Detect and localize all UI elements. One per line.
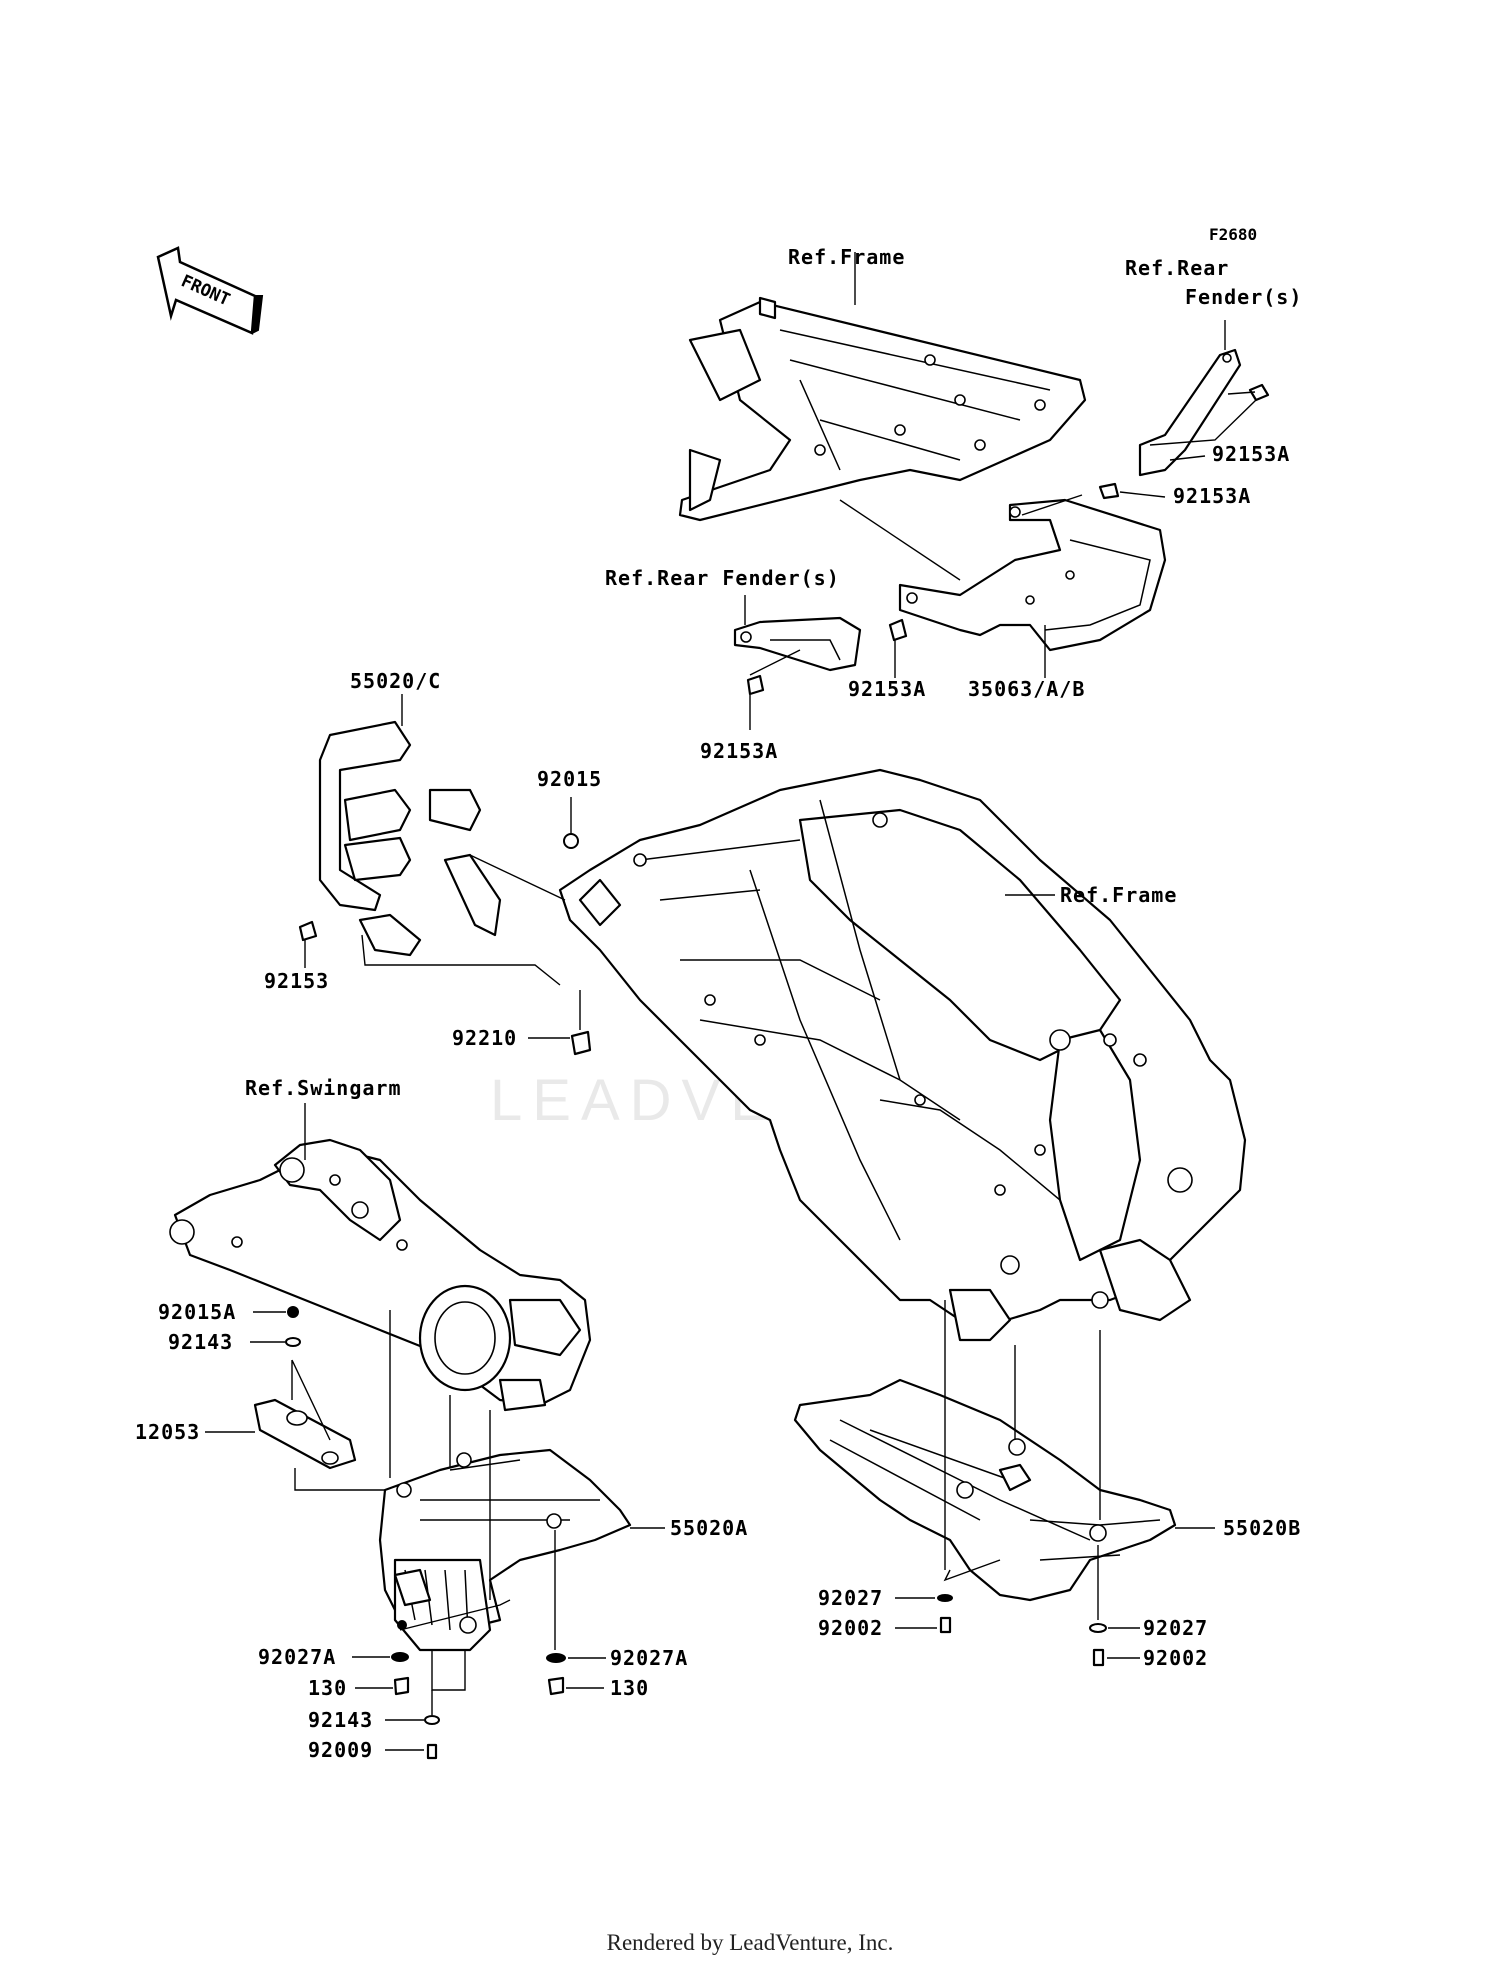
part-92143-a: 92143 bbox=[168, 1330, 233, 1354]
part-130-right: 130 bbox=[610, 1676, 649, 1700]
part-92015: 92015 bbox=[537, 767, 602, 791]
part-55020B: 55020B bbox=[1223, 1516, 1301, 1540]
part-92002-left: 92002 bbox=[818, 1616, 883, 1640]
part-92027-right: 92027 bbox=[1143, 1616, 1208, 1640]
ref-rear-fender-right-line1: Ref.Rear bbox=[1125, 256, 1229, 280]
swingarm-guard bbox=[378, 1448, 632, 1652]
ref-frame-top-label: Ref.Frame bbox=[788, 245, 905, 269]
part-92153A-2: 92153A bbox=[1173, 484, 1251, 508]
rear-fender-bracket-left bbox=[733, 616, 862, 672]
diagram-code: F2680 bbox=[1209, 225, 1257, 244]
ref-frame-main-label: Ref.Frame bbox=[1060, 883, 1177, 907]
grab-rail bbox=[898, 498, 1167, 652]
part-35063: 35063/A/B bbox=[968, 677, 1085, 701]
front-arrow-icon: FRONT bbox=[156, 246, 264, 335]
part-92009: 92009 bbox=[308, 1738, 373, 1762]
ref-rear-fender-right-line2: Fender(s) bbox=[1185, 285, 1302, 309]
part-92027-left: 92027 bbox=[818, 1586, 883, 1610]
footer-credit: Rendered by LeadVenture, Inc. bbox=[607, 1930, 894, 1955]
part-130-left: 130 bbox=[308, 1676, 347, 1700]
part-92153: 92153 bbox=[264, 969, 329, 993]
ref-rear-fender-left-label: Ref.Rear Fender(s) bbox=[605, 566, 840, 590]
part-12053: 12053 bbox=[135, 1420, 200, 1444]
part-92143-b: 92143 bbox=[308, 1708, 373, 1732]
front-guard bbox=[318, 720, 502, 957]
part-92153A-3: 92153A bbox=[848, 677, 926, 701]
part-92153A-1: 92153A bbox=[1212, 442, 1290, 466]
swingarm bbox=[169, 1138, 592, 1412]
part-92002-right: 92002 bbox=[1143, 1646, 1208, 1670]
part-92210: 92210 bbox=[452, 1026, 517, 1050]
part-92027A-left: 92027A bbox=[258, 1645, 336, 1669]
rear-subframe bbox=[678, 296, 1087, 522]
part-55020A: 55020A bbox=[670, 1516, 748, 1540]
chain-slider-guide bbox=[253, 1398, 357, 1470]
part-92015A: 92015A bbox=[158, 1300, 236, 1324]
skid-plate bbox=[793, 1378, 1177, 1602]
part-55020C: 55020/C bbox=[350, 669, 441, 693]
main-frame bbox=[558, 768, 1247, 1342]
part-92027A-right: 92027A bbox=[610, 1646, 688, 1670]
part-92153A-4: 92153A bbox=[700, 739, 778, 763]
ref-swingarm-label: Ref.Swingarm bbox=[245, 1076, 402, 1100]
